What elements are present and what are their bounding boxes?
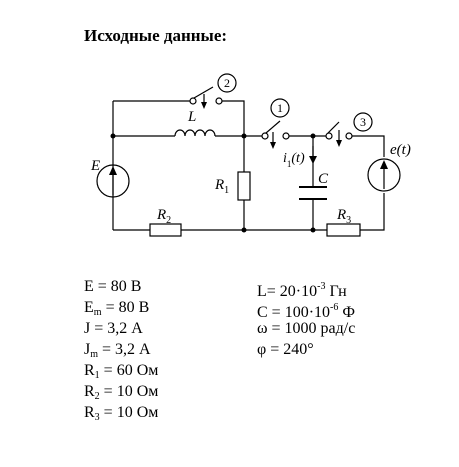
switch-3-contact-a (325, 132, 333, 140)
switch-2-arrowhead (201, 102, 207, 109)
source-e-t-arrowhead (380, 160, 388, 169)
param-C: C = 100·10-6 Ф (257, 302, 356, 321)
switch-2-number: 2 (224, 76, 230, 90)
resistor-R3 (326, 223, 361, 237)
junction-cap-top (310, 133, 316, 139)
label-E: E (90, 158, 100, 174)
switch-1-badge (270, 98, 290, 118)
current-arrowhead-i1 (309, 156, 317, 164)
param-J: J = 3,2 А (84, 320, 143, 337)
switch-2-badge (217, 73, 237, 93)
source-E-arrowhead (109, 166, 117, 175)
junction-top-left (110, 133, 116, 139)
inductor-L (174, 129, 216, 137)
wire-right (352, 135, 385, 157)
switch-3-number: 3 (360, 115, 366, 129)
switch-3-badge (353, 112, 373, 132)
junction-bottom-left (241, 227, 247, 233)
label-R1: R1 (214, 177, 229, 196)
switch-3-blade (327, 121, 340, 134)
param-phi: φ = 240° (257, 341, 314, 358)
switch-2-contact-a (189, 97, 197, 105)
switch-2-contact-b (215, 97, 223, 105)
switch-1-contact-a (261, 132, 269, 140)
label-i1-t: i1(t) (283, 151, 305, 169)
param-R1: R1 = 60 Ом (84, 362, 159, 381)
switch-1-contact-b (282, 132, 290, 140)
param-E: E = 80 В (84, 278, 142, 295)
switch-1-number: 1 (277, 101, 283, 115)
wire-top-right (222, 100, 245, 136)
label-R3: R3 (336, 207, 351, 226)
switch-1-arrowhead (270, 142, 276, 149)
label-L: L (187, 109, 196, 125)
param-L: L= 20·10-3 Гн (257, 281, 347, 300)
heading: Исходные данные: (84, 26, 228, 45)
switch-3-contact-b (345, 132, 353, 140)
resistor-R1 (237, 171, 251, 201)
source-e-t (367, 158, 401, 192)
switch-1-blade (265, 120, 281, 134)
source-E (96, 164, 130, 198)
param-Jm: Jm = 3,2 А (84, 341, 151, 360)
capacitor-C (299, 186, 327, 200)
param-R2: R2 = 10 Ом (84, 383, 159, 402)
param-Em: Em = 80 В (84, 299, 150, 318)
label-R2: R2 (156, 207, 171, 226)
param-R3: R3 = 10 Ом (84, 404, 159, 423)
resistor-R2 (149, 223, 182, 237)
junction-top-right (241, 133, 247, 139)
label-C: C (318, 171, 329, 187)
switch-2-blade (193, 86, 214, 99)
label-e-t: e(t) (390, 142, 411, 158)
param-omega: ω = 1000 рад/с (257, 320, 356, 337)
junction-cap-bottom (310, 227, 316, 233)
switch-3-arrowhead (336, 140, 342, 147)
